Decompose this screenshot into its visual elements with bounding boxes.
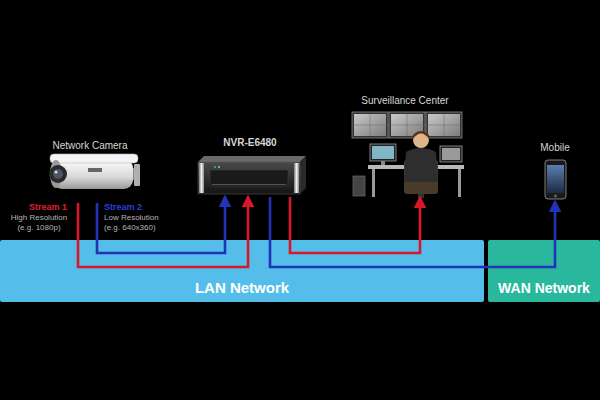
nvr-illustration [198, 156, 306, 194]
node-label: NVR-E6480 [223, 137, 276, 149]
control-center-node: Surveillance Center [345, 95, 465, 198]
node-label: WAN Network [498, 280, 590, 296]
resolution-note: High Resolution (e.g. 1080p) [2, 213, 76, 233]
control-room-illustration [352, 112, 464, 198]
network-band: LAN Network [0, 240, 484, 302]
phone-illustration [545, 160, 566, 199]
node-label: Mobile [540, 142, 569, 154]
network-band: WAN Network [488, 240, 600, 302]
resolution-note: Low Resolution (e.g. 640x360) [104, 213, 174, 233]
node-label: Network Camera [52, 140, 127, 152]
stream-name: Stream 2 [104, 202, 156, 213]
nvr-node: NVR-E6480 [200, 137, 300, 197]
mobile-node: Mobile [530, 142, 580, 202]
stream-name: Stream 1 [22, 202, 74, 213]
camera-node: Network Camera [40, 140, 140, 203]
camera-illustration [49, 154, 140, 189]
node-label: Surveillance Center [361, 95, 448, 107]
node-label: LAN Network [195, 279, 289, 296]
